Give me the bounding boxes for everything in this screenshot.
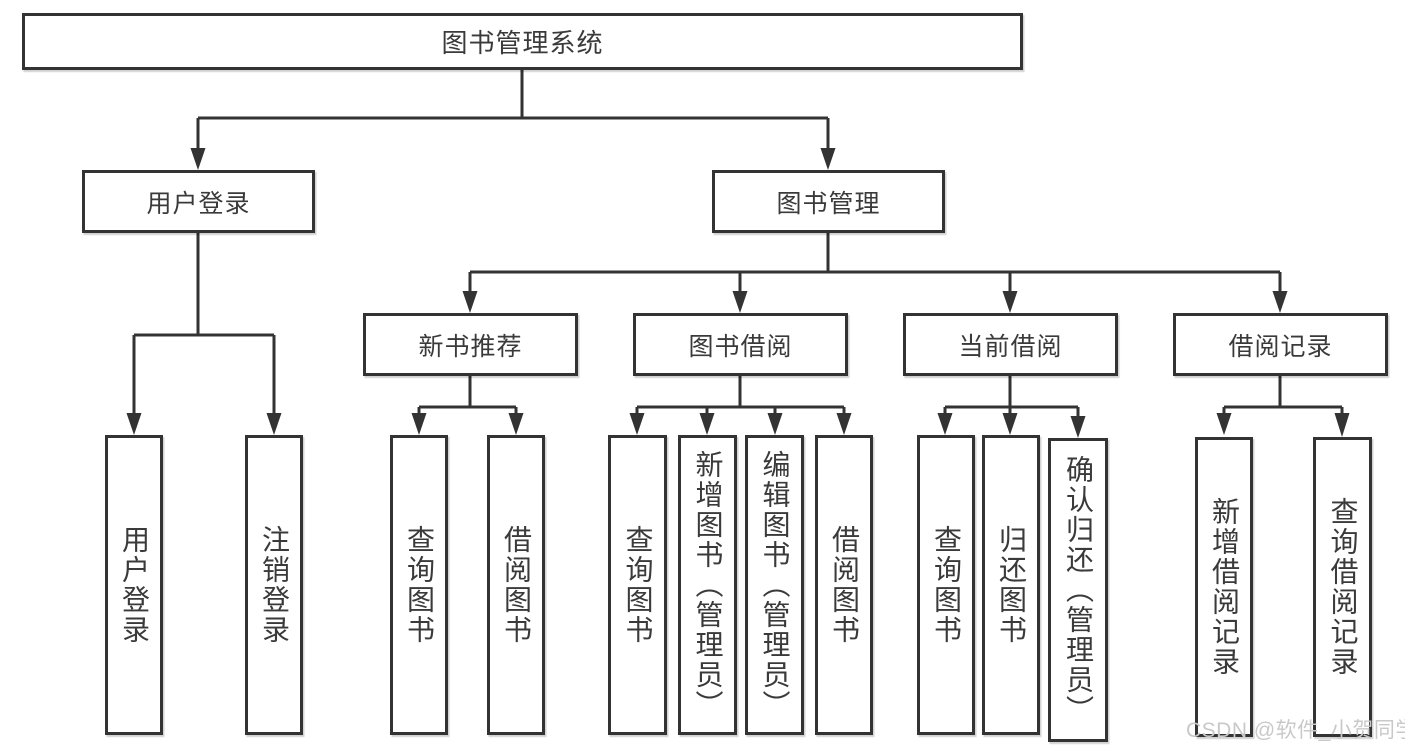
node-label: 查询图书: [931, 525, 962, 645]
node-label: 查询图书: [404, 525, 435, 645]
node-label: 查询图书: [622, 525, 654, 645]
node-label: 图书管理: [776, 189, 881, 218]
node-label: 借阅图书: [501, 525, 532, 645]
node-label: 当前借阅: [958, 332, 1063, 361]
leaf-borrow-books-recommend: 借阅图书: [487, 435, 545, 735]
connector-book-mgmt-branch: [462, 233, 1288, 313]
connector-root-to-level2: [190, 70, 836, 170]
leaf-query-borrow-record: 查询借阅记录: [1313, 437, 1372, 737]
node-label: 图书借阅: [688, 332, 793, 361]
connector-current-borrow-branch: [937, 376, 1086, 438]
node-label: 注销登录: [259, 525, 290, 645]
node-label: 编辑图书（管理员）: [759, 450, 791, 720]
node-label: 借阅图书: [829, 525, 860, 645]
connector-book-borrow-branch: [629, 376, 852, 435]
node-label: 新增图书（管理员）: [692, 450, 724, 720]
node-label: 用户登录: [146, 189, 251, 218]
node-book-borrow: 图书借阅: [633, 313, 848, 376]
csdn-watermark: CSDN @软件_小贺同学: [1186, 719, 1405, 742]
leaf-query-books-borrow: 查询图书: [608, 435, 667, 735]
node-label: 确认归还（管理员）: [1063, 455, 1094, 725]
leaf-logout: 注销登录: [245, 435, 303, 735]
node-label: 新增借阅记录: [1209, 497, 1240, 677]
leaf-add-borrow-record: 新增借阅记录: [1195, 437, 1253, 737]
node-label: 图书管理系统: [441, 28, 604, 58]
node-label: 新书推荐: [418, 332, 523, 361]
node-borrow-record: 借阅记录: [1173, 313, 1388, 376]
leaf-query-books-current: 查询图书: [917, 435, 975, 735]
node-current-borrow: 当前借阅: [903, 313, 1118, 376]
node-new-book-recommend: 新书推荐: [363, 313, 578, 376]
node-label: 归还图书: [996, 525, 1027, 645]
connector-user-login-branch: [126, 233, 282, 435]
leaf-add-books-admin: 新增图书（管理员）: [678, 435, 737, 735]
node-user-login: 用户登录: [82, 170, 315, 233]
connector-borrow-record-branch: [1216, 376, 1350, 437]
leaf-borrow-books: 借阅图书: [815, 435, 873, 735]
connector-new-book-branch: [411, 376, 524, 435]
leaf-edit-books-admin: 编辑图书（管理员）: [745, 435, 804, 735]
leaf-return-books: 归还图书: [982, 435, 1040, 735]
node-book-management-system: 图书管理系统: [22, 13, 1023, 70]
node-label: 用户登录: [119, 525, 150, 645]
leaf-confirm-return-admin: 确认归还（管理员）: [1048, 438, 1108, 742]
leaf-user-login: 用户登录: [105, 435, 163, 735]
leaf-query-books-recommend: 查询图书: [390, 435, 448, 735]
node-book-management: 图书管理: [712, 170, 945, 233]
node-label: 借阅记录: [1228, 332, 1333, 361]
node-label: 查询借阅记录: [1327, 497, 1359, 677]
